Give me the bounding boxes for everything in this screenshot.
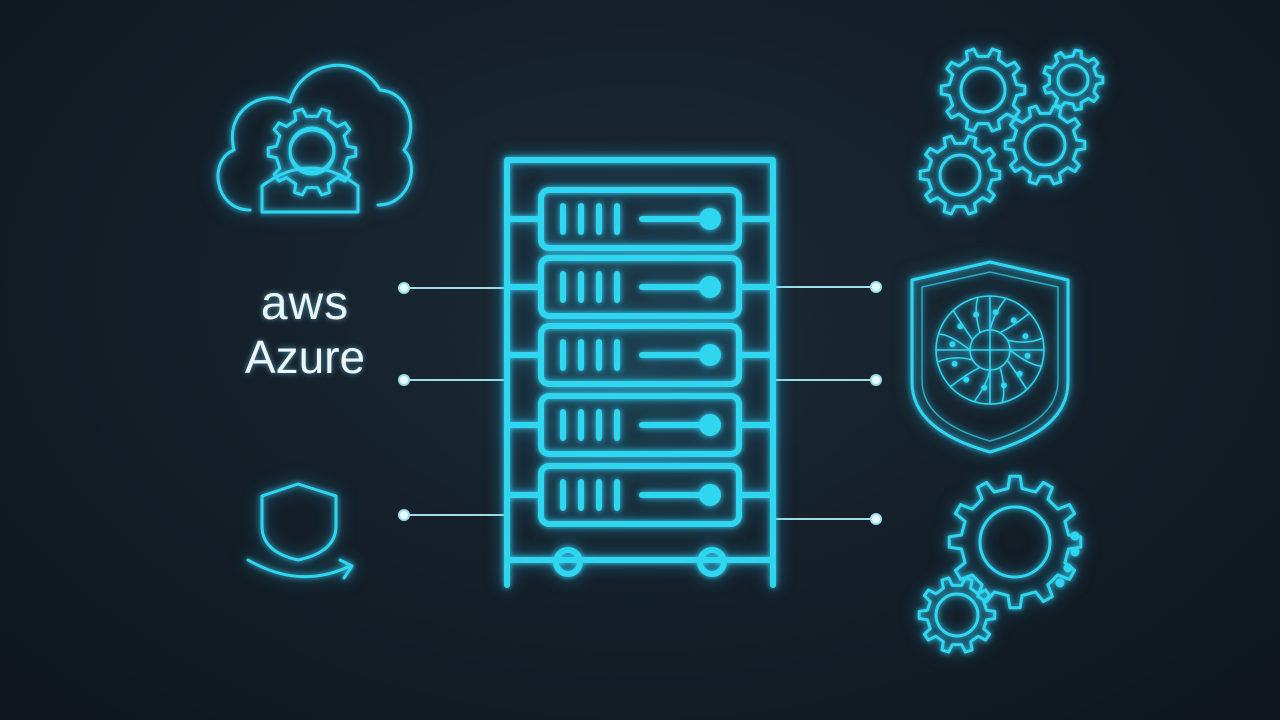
gear-icon <box>947 474 1083 610</box>
connector-dot <box>870 281 882 293</box>
connector-dot <box>398 509 410 521</box>
gear-icon <box>266 107 358 197</box>
connector-dot <box>398 282 410 294</box>
azure-label: Azure <box>244 331 366 383</box>
gears-small-icon <box>917 474 1083 654</box>
connector-dot <box>398 374 410 386</box>
gears-icon <box>918 47 1105 216</box>
server-unit <box>504 187 776 251</box>
server-glow <box>400 110 880 630</box>
server-unit <box>504 323 776 387</box>
gear-icon <box>939 47 1027 133</box>
server-unit <box>504 393 776 457</box>
gear-icon <box>918 134 1002 216</box>
connector-dot <box>870 513 882 525</box>
aws-label: aws <box>260 277 350 330</box>
cloud-gear-icon <box>216 63 413 214</box>
network-shield-icon <box>910 260 1070 454</box>
gear-icon <box>917 576 997 654</box>
connector-dot <box>870 374 882 386</box>
gear-icon <box>1042 48 1105 112</box>
server-rack-icon <box>504 157 776 588</box>
connector-lines <box>398 281 882 525</box>
amazon-shield-icon <box>246 482 354 580</box>
gear-icon <box>1003 104 1087 186</box>
server-unit <box>504 255 776 319</box>
server-unit <box>504 463 776 527</box>
